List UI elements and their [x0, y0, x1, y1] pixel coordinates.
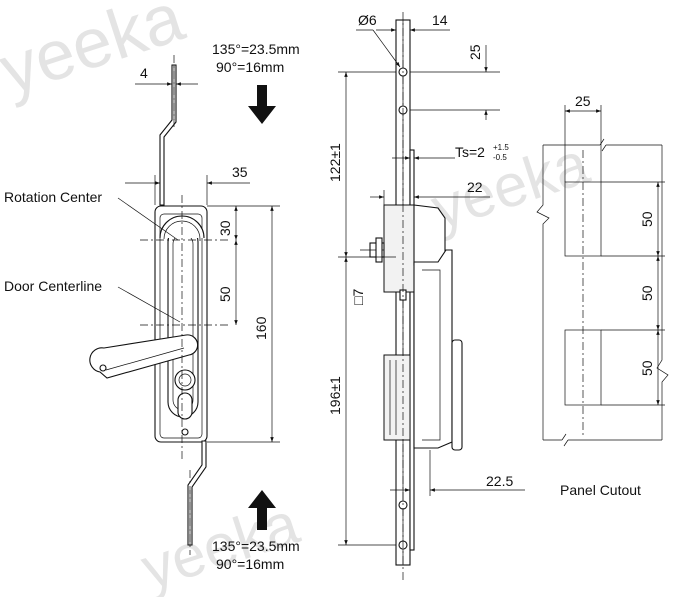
dim-cutout-width: 25 — [575, 93, 591, 109]
watermark: yeeka — [0, 0, 192, 109]
panel-outline — [536, 138, 669, 447]
label-rotation-center: Rotation Center — [4, 189, 102, 205]
arrow-up-icon — [248, 490, 276, 530]
dim-lower-length: 196±1 — [327, 376, 343, 415]
tol-plus: +1.5 — [493, 143, 509, 152]
travel-top-135: 135°=23.5mm — [212, 41, 300, 57]
watermark: yeeka — [423, 129, 597, 242]
dim-cutout-h1: 50 — [639, 211, 655, 227]
travel-bottom-90: 90°=16mm — [216, 556, 284, 572]
dim-pivot-to-top: 30 — [217, 220, 233, 236]
arrow-down-icon — [248, 85, 276, 124]
travel-bottom-135: 135°=23.5mm — [212, 538, 300, 554]
dim-body-height: 160 — [253, 316, 269, 340]
panel-cutout-view: 25 50 50 50 Panel Cutout — [536, 93, 669, 498]
travel-top-90: 90°=16mm — [216, 59, 284, 75]
watermarks: yeeka yeeka yeeka — [0, 0, 597, 597]
dim-side-rod-width: 14 — [432, 12, 448, 28]
dim-cutout-h2: 50 — [639, 285, 655, 301]
front-view: 4 35 30 50 160 Rotation Center Door Cent… — [4, 41, 300, 572]
side-view: Ø6 14 25 122±1 196±1 □7 Ts=2 +1.5 -0.5 — [327, 12, 525, 580]
tol-minus: -0.5 — [493, 153, 507, 162]
dim-upper-length: 122±1 — [327, 143, 343, 182]
upper-rod — [159, 64, 177, 206]
dim-rod-offset: 22.5 — [486, 473, 513, 489]
dim-pivot-to-center: 50 — [217, 286, 233, 302]
dim-square-drive: □7 — [350, 289, 366, 305]
dim-hole-top: 25 — [467, 44, 483, 60]
lower-rod — [187, 440, 207, 546]
side-housing — [383, 204, 415, 293]
side-handle-body — [383, 354, 411, 441]
label-panel-cutout: Panel Cutout — [560, 482, 641, 498]
dim-hole-dia: Ø6 — [358, 12, 377, 28]
dim-panel-thickness: Ts=2 — [455, 144, 485, 160]
lock-cylinder — [174, 369, 196, 391]
dim-cutout-h3: 50 — [639, 360, 655, 376]
dim-rod-width: 4 — [140, 65, 148, 81]
dim-body-offset: 35 — [232, 164, 248, 180]
label-door-centerline: Door Centerline — [4, 278, 102, 294]
dim-depth: 22 — [467, 179, 483, 195]
